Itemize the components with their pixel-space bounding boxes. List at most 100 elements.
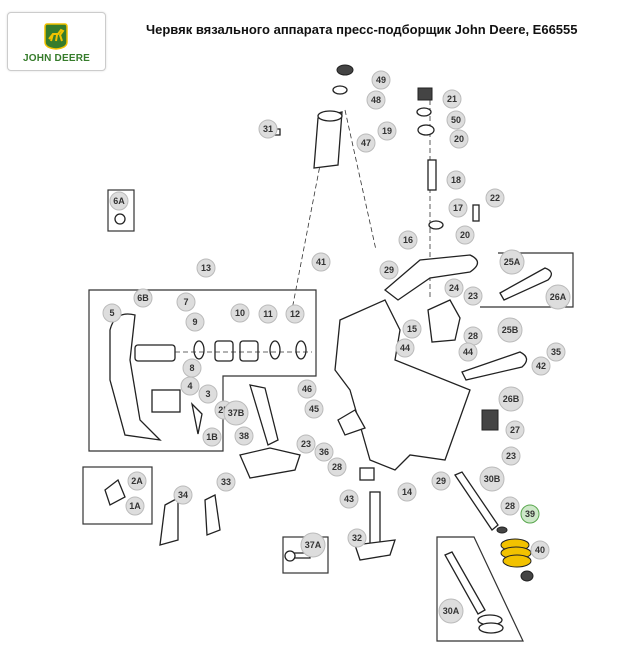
callout-label: 39 [525, 509, 535, 519]
callout-23[interactable]: 23 [501, 446, 521, 466]
logo-text: JOHN DEERE [22, 53, 90, 64]
box-13 [88, 289, 317, 452]
callout-13[interactable]: 13 [196, 258, 216, 278]
callout-42[interactable]: 42 [531, 356, 551, 376]
callout-23[interactable]: 23 [296, 434, 316, 454]
callout-29[interactable]: 29 [379, 260, 399, 280]
callout-23[interactable]: 23 [463, 286, 483, 306]
callout-30b[interactable]: 30B [479, 466, 505, 492]
callout-label: 23 [301, 439, 311, 449]
callout-label: 6A [113, 196, 125, 206]
callout-44[interactable]: 44 [395, 338, 415, 358]
callout-label: 26A [550, 292, 567, 302]
callout-25a[interactable]: 25A [499, 249, 525, 275]
callout-1a[interactable]: 1A [125, 496, 145, 516]
callout-20[interactable]: 20 [455, 225, 475, 245]
callout-46[interactable]: 46 [297, 379, 317, 399]
callout-5[interactable]: 5 [102, 303, 122, 323]
callout-label: 25B [502, 325, 519, 335]
callout-label: 2A [131, 476, 143, 486]
callout-label: 35 [551, 347, 561, 357]
callout-label: 37A [305, 540, 322, 550]
callout-45[interactable]: 45 [304, 399, 324, 419]
callout-10[interactable]: 10 [230, 303, 250, 323]
callout-37b[interactable]: 37B [223, 400, 249, 426]
callout-1b[interactable]: 1B [202, 427, 222, 447]
callout-22[interactable]: 22 [485, 188, 505, 208]
callout-28[interactable]: 28 [327, 457, 347, 477]
callout-label: 9 [192, 317, 197, 327]
callout-label: 7 [183, 297, 188, 307]
callout-36[interactable]: 36 [314, 442, 334, 462]
part-14 [334, 299, 471, 471]
callout-4[interactable]: 4 [180, 376, 200, 396]
callout-6b[interactable]: 6B [133, 288, 153, 308]
callout-label: 38 [239, 431, 249, 441]
callout-11[interactable]: 11 [258, 304, 278, 324]
callout-32[interactable]: 32 [347, 528, 367, 548]
callout-17[interactable]: 17 [448, 198, 468, 218]
callout-43[interactable]: 43 [339, 489, 359, 509]
page-title: Червяк вязального аппарата пресс-подборщ… [146, 22, 578, 37]
part-30b [454, 471, 499, 531]
callout-31[interactable]: 31 [258, 119, 278, 139]
callout-label: 45 [309, 404, 319, 414]
callout-3[interactable]: 3 [198, 384, 218, 404]
callout-label: 27 [510, 425, 520, 435]
callout-28[interactable]: 28 [463, 326, 483, 346]
callout-30a[interactable]: 30A [438, 598, 464, 624]
callout-label: 16 [403, 235, 413, 245]
callout-44[interactable]: 44 [458, 342, 478, 362]
callout-16[interactable]: 16 [398, 230, 418, 250]
callout-39[interactable]: 39 [520, 504, 540, 524]
callout-48[interactable]: 48 [366, 90, 386, 110]
callout-28[interactable]: 28 [500, 496, 520, 516]
callout-12[interactable]: 12 [285, 304, 305, 324]
callout-38[interactable]: 38 [234, 426, 254, 446]
callout-25b[interactable]: 25B [497, 317, 523, 343]
callout-label: 44 [400, 343, 410, 353]
callout-21[interactable]: 21 [442, 89, 462, 109]
callout-18[interactable]: 18 [446, 170, 466, 190]
callout-20[interactable]: 20 [449, 129, 469, 149]
callout-label: 6B [137, 293, 149, 303]
callout-14[interactable]: 14 [397, 482, 417, 502]
callout-49[interactable]: 49 [371, 70, 391, 90]
box-2a [82, 466, 153, 525]
callout-label: 28 [505, 501, 515, 511]
callout-label: 23 [506, 451, 516, 461]
callout-40[interactable]: 40 [530, 540, 550, 560]
callout-label: 34 [178, 490, 188, 500]
callout-15[interactable]: 15 [402, 319, 422, 339]
callout-35[interactable]: 35 [546, 342, 566, 362]
box-25a [480, 252, 574, 308]
callout-34[interactable]: 34 [173, 485, 193, 505]
callout-50[interactable]: 50 [446, 110, 466, 130]
callout-7[interactable]: 7 [176, 292, 196, 312]
callout-9[interactable]: 9 [185, 312, 205, 332]
callout-label: 32 [352, 533, 362, 543]
callout-label: 14 [402, 487, 412, 497]
callout-41[interactable]: 41 [311, 252, 331, 272]
callout-37a[interactable]: 37A [300, 532, 326, 558]
callout-26b[interactable]: 26B [498, 386, 524, 412]
part-16 [383, 254, 479, 301]
callout-29[interactable]: 29 [431, 471, 451, 491]
box-30a [436, 536, 524, 642]
callout-33[interactable]: 33 [216, 472, 236, 492]
callout-6a[interactable]: 6A [109, 191, 129, 211]
callout-label: 25A [504, 257, 521, 267]
callout-label: 37B [228, 408, 245, 418]
callout-26a[interactable]: 26A [545, 284, 571, 310]
callout-label: 10 [235, 308, 245, 318]
callout-27[interactable]: 27 [505, 420, 525, 440]
john-deere-logo[interactable]: JOHN DEERE [7, 12, 106, 71]
callout-8[interactable]: 8 [182, 358, 202, 378]
callout-label: 36 [319, 447, 329, 457]
callout-2a[interactable]: 2A [127, 471, 147, 491]
callout-24[interactable]: 24 [444, 278, 464, 298]
callout-19[interactable]: 19 [377, 121, 397, 141]
callout-label: 46 [302, 384, 312, 394]
callout-47[interactable]: 47 [356, 133, 376, 153]
